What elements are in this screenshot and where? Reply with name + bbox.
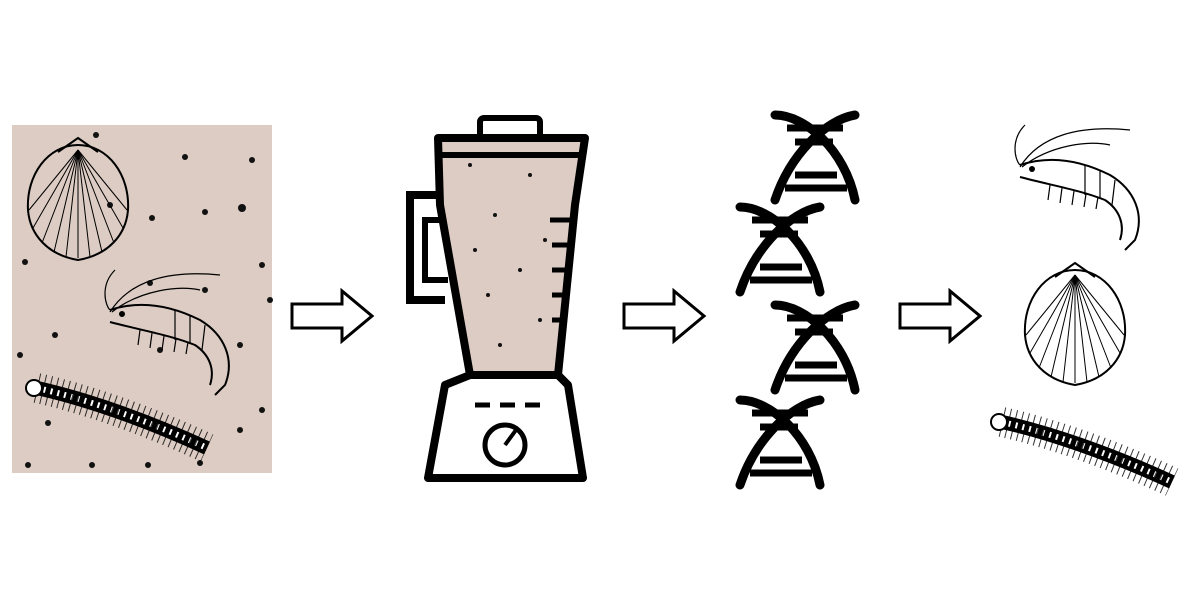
sediment-sample-icon: [12, 125, 273, 473]
sediment-particles: [17, 132, 273, 468]
dna-helix-icon: [775, 115, 855, 200]
dna-helix-icon: [775, 305, 855, 390]
dna-group: [740, 115, 855, 485]
blender-icon: [406, 115, 589, 482]
right-arrow-icon: [898, 289, 982, 343]
dna-helix-icon: [740, 400, 820, 485]
identified-organisms: [991, 124, 1172, 482]
polychaete-worm-icon: [991, 414, 1172, 482]
cockle-shell-icon: [1023, 262, 1127, 386]
right-arrow-icon: [622, 289, 706, 343]
dna-helix-icon: [740, 207, 820, 292]
right-arrow-icon: [290, 289, 374, 343]
shrimp-icon: [1014, 124, 1140, 251]
